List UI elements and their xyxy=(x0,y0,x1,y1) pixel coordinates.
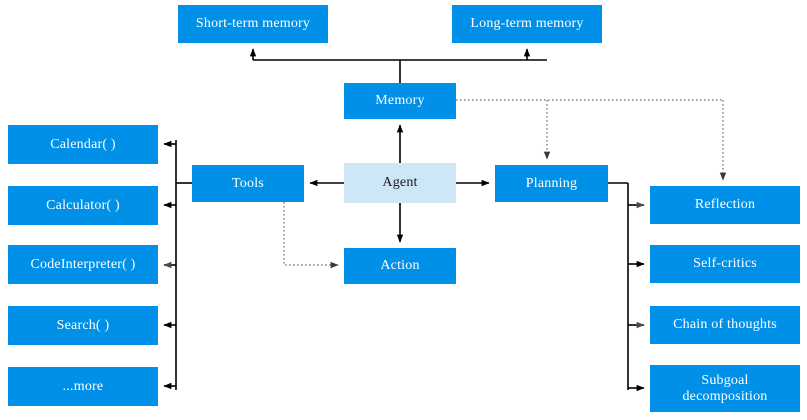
node-label-line2: decomposition xyxy=(682,388,768,404)
node-planning[interactable]: Planning xyxy=(495,165,608,202)
node-label: Memory xyxy=(375,93,425,109)
node-label: Agent xyxy=(382,175,418,191)
node-label-line1: Subgoal xyxy=(701,372,749,388)
node-label: Chain of thoughts xyxy=(673,317,777,333)
edge-tools-to-action-dotted xyxy=(283,202,339,269)
node-label: Long-term memory xyxy=(470,16,584,32)
node-more[interactable]: ...more xyxy=(8,367,158,406)
node-action[interactable]: Action xyxy=(344,248,456,284)
node-long-term-memory[interactable]: Long-term memory xyxy=(452,5,602,43)
node-code-interpreter[interactable]: CodeInterpreter( ) xyxy=(8,245,158,284)
node-label: Self-critics xyxy=(693,256,757,272)
node-chain-of-thoughts[interactable]: Chain of thoughts xyxy=(650,306,800,344)
node-label: Tools xyxy=(232,175,264,191)
node-label: Calculator( ) xyxy=(46,197,120,213)
node-calculator[interactable]: Calculator( ) xyxy=(8,186,158,225)
node-label: Action xyxy=(380,258,420,274)
node-label: Planning xyxy=(525,175,578,191)
node-label: Short-term memory xyxy=(195,16,311,32)
node-label: CodeInterpreter( ) xyxy=(30,256,136,272)
node-memory[interactable]: Memory xyxy=(344,83,456,119)
node-reflection[interactable]: Reflection xyxy=(650,186,800,224)
node-search[interactable]: Search( ) xyxy=(8,306,158,345)
node-short-term-memory[interactable]: Short-term memory xyxy=(178,5,328,43)
node-label: Reflection xyxy=(694,197,756,213)
node-subgoal-decomposition[interactable]: Subgoal decomposition xyxy=(650,365,800,412)
node-label: Calendar( ) xyxy=(50,136,116,152)
node-agent[interactable]: Agent xyxy=(344,163,456,203)
node-label: Search( ) xyxy=(56,317,110,333)
node-calendar[interactable]: Calendar( ) xyxy=(8,125,158,164)
node-label: ...more xyxy=(62,378,104,394)
node-self-critics[interactable]: Self-critics xyxy=(650,245,800,283)
node-tools[interactable]: Tools xyxy=(192,165,304,202)
